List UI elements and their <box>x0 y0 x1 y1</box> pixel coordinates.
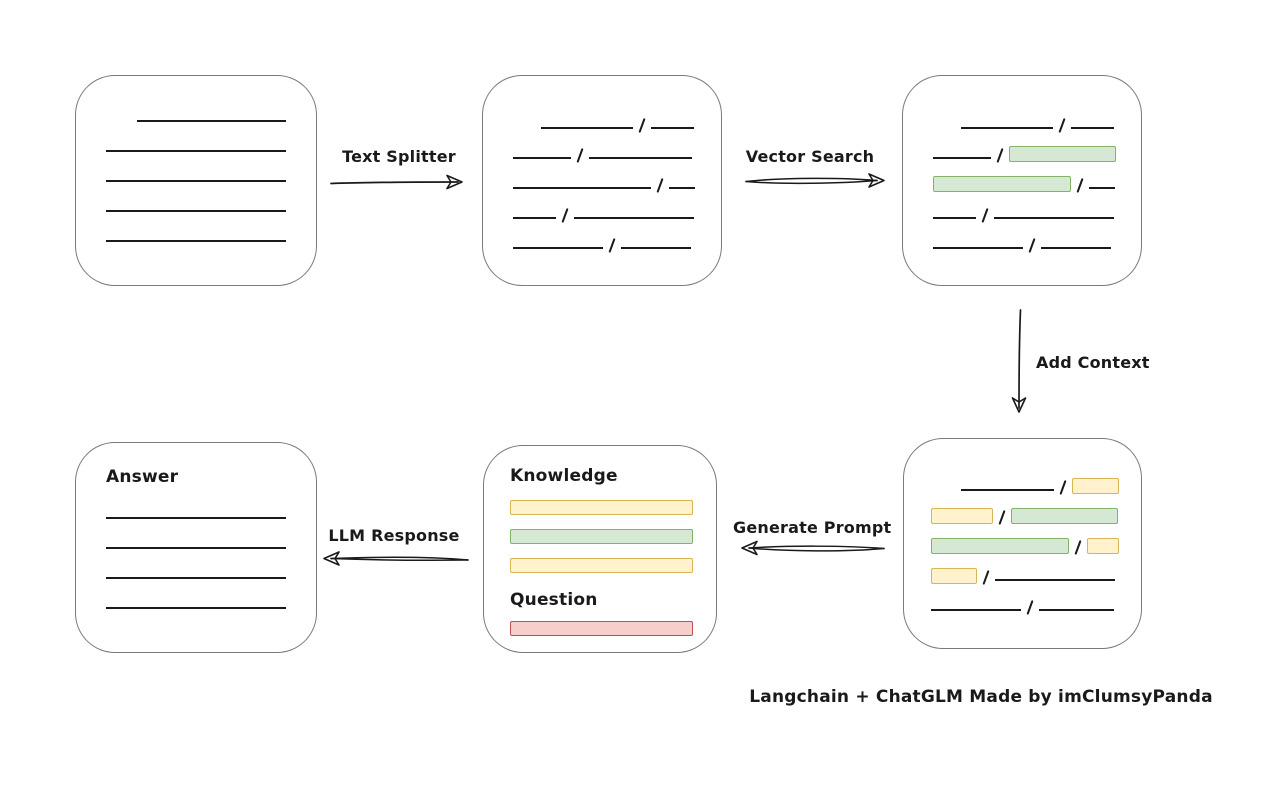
llm-response-label: LLM Response <box>328 526 460 545</box>
text-line-segment <box>931 609 1021 611</box>
generate-prompt-label: Generate Prompt <box>733 518 892 537</box>
green-highlight-segment <box>1009 146 1117 162</box>
generate-prompt-arrow-icon <box>741 540 885 556</box>
text-line <box>106 180 286 182</box>
text-line-row <box>106 122 316 152</box>
red-bar <box>510 621 693 636</box>
text-line <box>106 547 286 549</box>
text-row <box>513 219 721 253</box>
text-line-segment <box>1071 127 1115 129</box>
text-line-row <box>106 579 316 609</box>
prompt-node: Knowledge Question <box>483 445 717 653</box>
answer-label: Answer <box>106 467 179 487</box>
text-line-segment <box>651 127 695 129</box>
document-node <box>75 75 317 286</box>
text-line-segment <box>589 157 693 159</box>
context-added-rows <box>931 461 1141 615</box>
text-line <box>106 577 286 579</box>
context-added-node <box>903 438 1142 649</box>
text-line-segment <box>1039 609 1115 611</box>
document-lines <box>106 92 316 242</box>
text-row <box>931 581 1141 615</box>
answer-lines <box>106 489 316 609</box>
text-row <box>931 521 1141 555</box>
add-context-label: Add Context <box>1036 353 1150 372</box>
yellow-bar <box>510 558 693 573</box>
text-row <box>933 189 1141 223</box>
yellow-highlight-segment <box>931 508 993 524</box>
text-line-segment <box>669 187 696 189</box>
slash-separator <box>1028 238 1036 253</box>
text-line <box>106 607 286 609</box>
slash-separator <box>608 238 616 253</box>
text-line-segment <box>574 217 695 219</box>
text-line-segment <box>933 247 1023 249</box>
green-highlight-segment <box>931 538 1069 554</box>
text-line-segment <box>1089 187 1116 189</box>
text-row <box>931 491 1141 525</box>
text-line-segment <box>513 157 571 159</box>
text-line-row <box>106 212 316 242</box>
llm-response-arrow-icon <box>323 551 469 566</box>
yellow-highlight-segment <box>1072 478 1120 494</box>
text-line-segment <box>513 217 556 219</box>
text-line-row <box>106 92 316 122</box>
yellow-highlight-segment <box>1087 538 1120 554</box>
text-row <box>933 219 1141 253</box>
text-line <box>106 150 286 152</box>
add-context-arrow-icon <box>1011 309 1027 413</box>
text-row <box>931 551 1141 585</box>
text-line-segment <box>994 217 1115 219</box>
text-line-segment <box>513 247 603 249</box>
text-row <box>513 189 721 223</box>
question-label: Question <box>510 590 598 610</box>
text-line-row <box>106 489 316 519</box>
yellow-highlight-segment <box>931 568 977 584</box>
text-line-row <box>106 182 316 212</box>
vector-search-label: Vector Search <box>745 147 875 166</box>
green-highlight-segment <box>933 176 1071 192</box>
text-line-row <box>106 519 316 549</box>
vector-matched-node <box>902 75 1142 286</box>
text-splitter-arrow-icon <box>330 174 463 190</box>
text-row <box>933 159 1141 193</box>
text-line-segment <box>995 579 1116 581</box>
text-line-segment <box>933 157 991 159</box>
vector-search-arrow-icon <box>745 173 885 188</box>
text-line-segment <box>961 489 1054 491</box>
text-row <box>933 99 1141 133</box>
text-line <box>137 120 286 122</box>
text-line-segment <box>513 187 651 189</box>
text-line-segment <box>621 247 692 249</box>
split-text-rows <box>513 99 721 253</box>
knowledge-bars <box>510 500 716 573</box>
text-line-row <box>106 152 316 182</box>
text-line <box>106 240 286 242</box>
text-row <box>933 129 1141 163</box>
text-line <box>106 210 286 212</box>
vector-matched-rows <box>933 99 1141 253</box>
text-splitter-label: Text Splitter <box>342 147 456 166</box>
text-line-row <box>106 549 316 579</box>
text-line-segment <box>541 127 633 129</box>
green-bar <box>510 529 693 544</box>
knowledge-label: Knowledge <box>510 466 618 486</box>
credit-caption: Langchain + ChatGLM Made by imClumsyPand… <box>749 687 1213 707</box>
text-row <box>513 129 721 163</box>
slash-separator <box>1026 600 1034 615</box>
text-row <box>513 99 721 133</box>
split-text-node <box>482 75 722 286</box>
text-line-segment <box>933 217 976 219</box>
answer-node: Answer <box>75 442 317 653</box>
text-line-segment <box>1041 247 1112 249</box>
text-line <box>106 517 286 519</box>
text-row <box>513 159 721 193</box>
yellow-bar <box>510 500 693 515</box>
text-line-segment <box>961 127 1053 129</box>
text-row <box>931 461 1141 495</box>
green-highlight-segment <box>1011 508 1119 524</box>
question-bars <box>510 621 716 636</box>
